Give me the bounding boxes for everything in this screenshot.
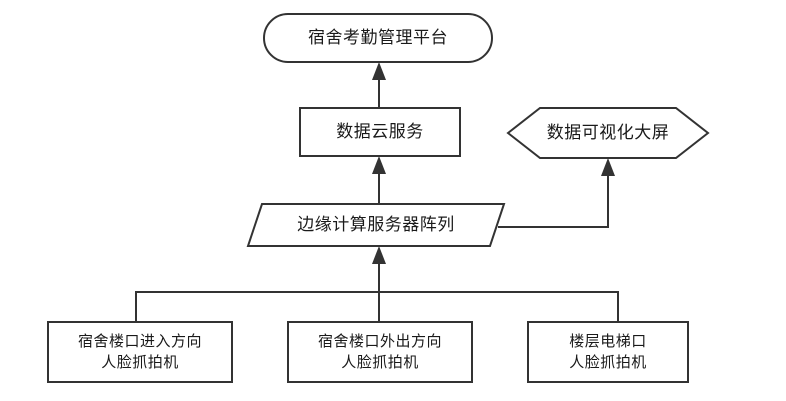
node-shape-cloud-service[interactable] (299, 107, 461, 157)
node-shape-camera-elevator[interactable] (527, 321, 689, 383)
node-shape-platform[interactable] (263, 13, 493, 63)
edge-servers-to-screen (498, 158, 615, 228)
edge-cameras-to-servers (135, 246, 619, 322)
edge-servers-to-cloud (372, 156, 386, 204)
node-shape-camera-entry[interactable] (47, 321, 233, 383)
edge-cloud-to-platform (372, 62, 386, 108)
node-shape-edge-servers[interactable] (246, 203, 506, 247)
node-shape-visualization-screen[interactable] (506, 107, 710, 159)
node-shape-camera-exit[interactable] (287, 321, 473, 383)
